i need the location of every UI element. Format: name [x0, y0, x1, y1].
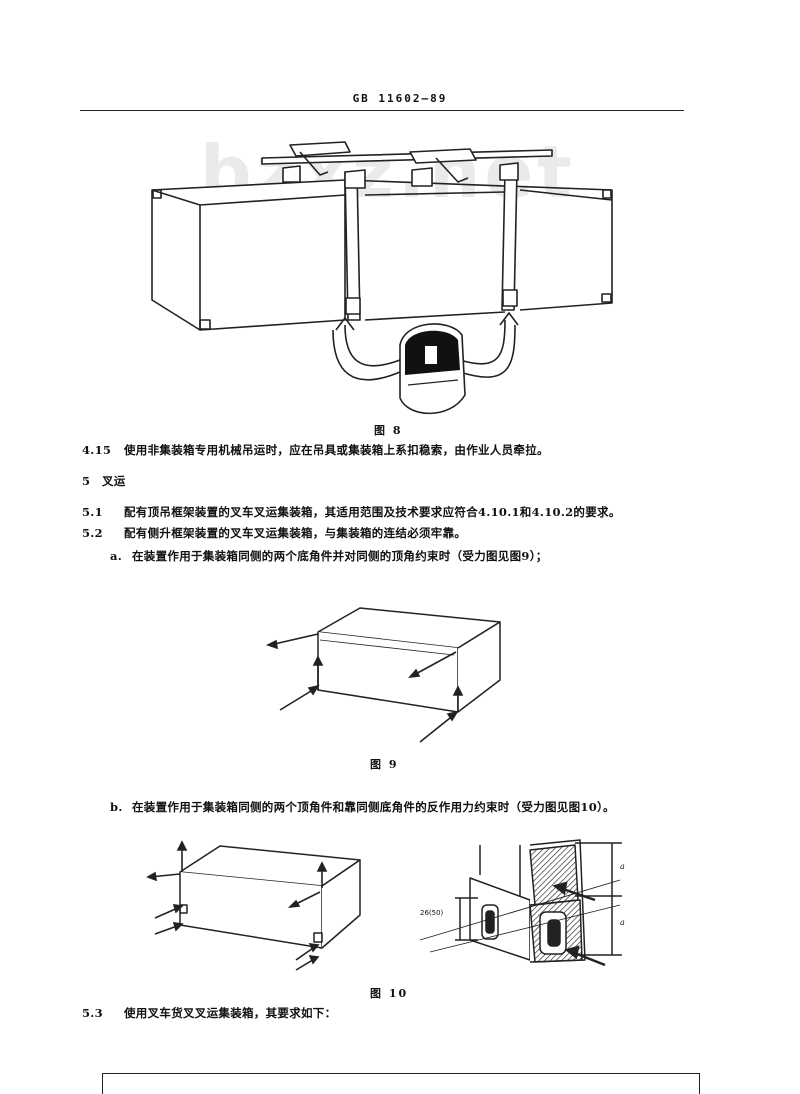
clause-text: 使用叉车货叉叉运集装箱，其要求如下：: [124, 1006, 337, 1020]
clause-4-15: 4.15 使用非集装箱专用机械吊运时，应在吊具或集装箱上系扣稳索，由作业人员牵拉。: [82, 442, 549, 458]
dimension-a-top: a: [620, 862, 625, 871]
clause-text: 配有顶吊框架装置的叉车叉运集装箱，其适用范围及技术要求应符合4.10.1和4.1…: [124, 505, 621, 519]
item-text: 在装置作用于集装箱同侧的两个顶角件和靠同侧底角件的反作用力约束时（受力图见图10…: [132, 800, 615, 814]
figure-8-caption: 图 8: [374, 424, 403, 437]
clause-text: 使用非集装箱专用机械吊运时，应在吊具或集装箱上系扣稳索，由作业人员牵拉。: [124, 443, 549, 457]
table-top-border: [102, 1073, 700, 1094]
clause-number: 5.2: [82, 526, 103, 540]
item-b: b. 在装置作用于集装箱同侧的两个顶角件和靠同侧底角件的反作用力约束时（受力图见图…: [110, 799, 615, 815]
dimension-label: 26(50): [420, 909, 444, 917]
item-label: b.: [110, 800, 123, 814]
watermark: bzxz.net: [200, 130, 576, 214]
section-number: 5: [82, 474, 91, 488]
section-5-heading: 5 叉运: [82, 473, 126, 489]
clause-5-3: 5.3 使用叉车货叉叉运集装箱，其要求如下：: [82, 1005, 336, 1021]
dimension-a-bottom: a: [620, 918, 625, 927]
clause-number: 5.1: [82, 505, 103, 519]
clause-5-1: 5.1 配有顶吊框架装置的叉车叉运集装箱，其适用范围及技术要求应符合4.10.1和…: [82, 504, 621, 520]
clause-5-2: 5.2 配有侧升框架装置的叉车叉运集装箱，与集装箱的连结必须牢靠。: [82, 525, 466, 541]
standard-code: GB 11602—89: [352, 92, 448, 105]
figure-10-caption: 图 10: [370, 987, 409, 1000]
header-rule: [80, 110, 684, 111]
clause-text: 配有侧升框架装置的叉车叉运集装箱，与集装箱的连结必须牢靠。: [124, 526, 467, 540]
item-text: 在装置作用于集装箱同侧的两个底角件并对同侧的顶角约束时（受力图见图9）；: [132, 549, 548, 563]
item-a: a. 在装置作用于集装箱同侧的两个底角件并对同侧的顶角约束时（受力图见图9）；: [110, 548, 548, 564]
clause-number: 5.3: [82, 1006, 103, 1020]
clause-number: 4.15: [82, 443, 112, 457]
figure-9-caption: 图 9: [370, 758, 399, 771]
section-title: 叉运: [102, 474, 126, 488]
item-label: a.: [110, 549, 123, 563]
